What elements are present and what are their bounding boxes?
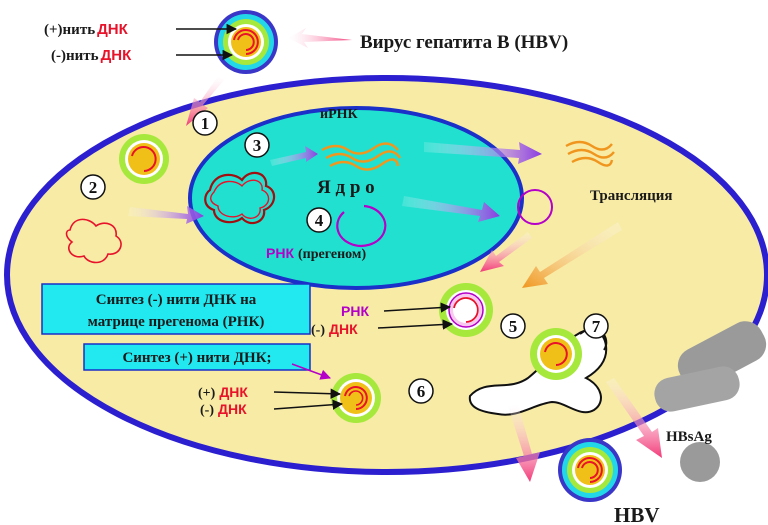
arrow-to-nucleus (128, 206, 204, 224)
entry-arrow (186, 76, 224, 126)
hbv-label: HBV (614, 503, 660, 525)
capsid-plus-dna-label: (+)ДНК (198, 384, 248, 401)
synthesis-plus-pointer (291, 363, 331, 380)
hbsag-label: HBsAg (666, 429, 712, 445)
mrna-export-arrow (424, 142, 542, 164)
step-marker-1: 1 (192, 110, 218, 136)
svg-text:7: 7 (592, 317, 601, 336)
svg-text:5: 5 (509, 317, 518, 336)
nucleus-label: Я д р о (317, 177, 375, 198)
arrow-to-mrna (270, 146, 318, 166)
synthesis-minus-box: Синтез (-) нити ДНК на матрице прегенома… (41, 283, 311, 335)
capsid-minus-dna-label: (-)ДНК (200, 401, 247, 418)
capsid-dna-step6 (331, 373, 381, 423)
exit-arrow-hbv (508, 404, 540, 482)
capsid-plus-pointer (273, 388, 342, 399)
step-marker-3: 3 (244, 132, 270, 158)
capsid-minus-pointer (273, 399, 344, 410)
translation-product-arrow (522, 222, 622, 288)
virion-top (214, 10, 278, 74)
mrna-strands-nucleus (321, 142, 401, 171)
cccdna-nucleus (204, 171, 276, 225)
synthesis-plus-label: Синтез (+) нити ДНК; (122, 350, 271, 366)
synthesis-minus-line1: Синтез (-) нити ДНК на (96, 292, 257, 308)
pregenome-rna-nucleus (336, 204, 387, 247)
pregenome-rna-cytoplasm (517, 189, 553, 225)
capsid-rna-step5 (439, 283, 493, 337)
synthesis-plus-box: Синтез (+) нити ДНК; (83, 343, 311, 371)
relaxed-dna-step2 (65, 218, 122, 264)
svg-text:2: 2 (89, 178, 98, 197)
step-marker-6: 6 (408, 378, 434, 404)
pregenome-label: РНК(прегеном) (266, 245, 366, 262)
virus-title: Вирус гепатита В (HBV) (360, 32, 568, 53)
exit-arrow-hbsag (606, 378, 662, 458)
enveloped-virion-step7 (530, 328, 582, 380)
mrna-label: иРНК (320, 107, 359, 122)
step-marker-5: 5 (500, 313, 526, 339)
rna-export-arrow (402, 196, 500, 222)
virion-step1 (119, 134, 169, 184)
nucleus (188, 106, 524, 290)
svg-text:4: 4 (315, 211, 324, 230)
virion-released (558, 438, 622, 502)
capsid-rna-pointer (383, 302, 452, 313)
step-marker-2: 2 (80, 174, 106, 200)
step-marker-7: 7 (583, 313, 609, 339)
translation-label: Трансляция (590, 188, 673, 204)
capsid-dna-label: (-)ДНК (311, 321, 358, 338)
hbsag-filaments (654, 321, 767, 482)
svg-text:6: 6 (417, 382, 426, 401)
virus-title-arrow (288, 28, 352, 48)
rna-encapsidation-arrow (480, 232, 532, 272)
synthesis-minus-line2: матрице прегенома (РНК) (88, 314, 265, 330)
capsid-dna-pointer (377, 319, 454, 330)
mrna-strands-cytoplasm (565, 140, 615, 167)
svg-text:1: 1 (201, 114, 210, 133)
capsid-rna-label: РНК (341, 303, 369, 319)
svg-text:3: 3 (253, 136, 262, 155)
step-marker-4: 4 (306, 207, 332, 233)
